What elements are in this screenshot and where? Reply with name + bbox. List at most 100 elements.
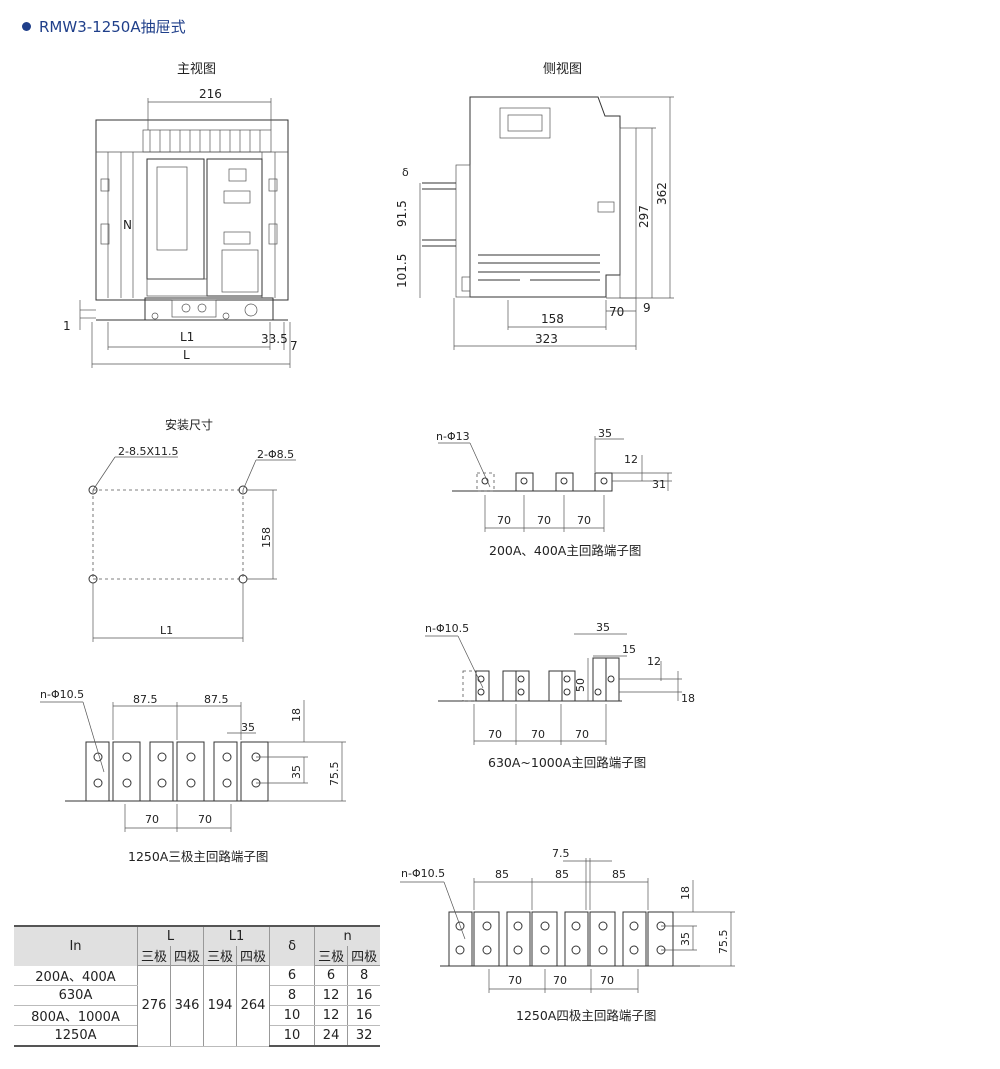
mount-dim-158: 158: [260, 527, 273, 548]
t1000-caption: 630A~1000A主回路端子图: [488, 755, 647, 770]
th-l1-3p: 三极: [203, 946, 238, 966]
side-dim-323: 323: [535, 332, 558, 346]
t1250-3p-caption: 1250A三极主回路端子图: [128, 849, 269, 864]
t1000-pitch-2: 70: [531, 728, 545, 741]
front-dim-33-5: 33.5: [261, 332, 288, 346]
t1250-4p-top-1: 85: [495, 868, 509, 881]
side-dim-91-5: 91.5: [395, 200, 409, 227]
th-l1-4p: 四极: [236, 946, 271, 966]
t400-caption: 200A、400A主回路端子图: [489, 543, 642, 558]
t1000-pitch-3: 70: [575, 728, 589, 741]
row-n3: 12: [314, 985, 349, 1006]
row-n4: 32: [347, 1025, 381, 1047]
cell-l-4p: 346: [170, 965, 205, 1047]
mount-hole-b: 2-Φ8.5: [257, 448, 294, 461]
front-view-title: 主视图: [177, 62, 217, 77]
row-n4: 16: [347, 985, 381, 1006]
th-n: n: [314, 925, 381, 946]
t1250-4p-dim-18: 18: [679, 886, 692, 900]
side-dim-158: 158: [541, 312, 564, 326]
th-delta: δ: [269, 925, 316, 966]
t400-pitch-3: 70: [577, 514, 591, 527]
t1250-3p-hole: n-Φ10.5: [40, 688, 84, 701]
row-delta: 6: [269, 965, 316, 986]
front-dim-l: L: [183, 348, 190, 362]
t1250-4p-dim-7-5: 7.5: [552, 847, 570, 860]
front-dim-n: N: [123, 218, 132, 232]
table-row: 800A、1000A 10 12 16: [14, 1005, 381, 1026]
terminal-1250-4p-drawing: n-Φ10.5 7.5 85 85 85 18 35 75.5 70 70 70: [400, 847, 735, 993]
t400-dim-31: 31: [652, 478, 666, 491]
th-n-3p: 三极: [314, 946, 349, 966]
t1250-4p-dim-35v: 35: [679, 932, 692, 946]
mount-drawing: 2-8.5X11.5 2-Φ8.5 158 L1: [88, 445, 296, 642]
spec-table: In L L1 δ n 三极 四极 三极 四极 三极 四极 200A、400A …: [14, 925, 381, 1047]
th-l: L: [136, 925, 205, 946]
side-dim-362: 362: [655, 182, 669, 205]
row-in: 200A、400A: [14, 965, 138, 986]
cell-l1-4p: 264: [236, 965, 271, 1047]
side-view-title: 侧视图: [543, 62, 583, 77]
front-dim-216: 216: [199, 87, 222, 101]
th-n-4p: 四极: [347, 946, 381, 966]
t1250-3p-dim-87a: 87.5: [133, 693, 158, 706]
row-n3: 12: [314, 1005, 349, 1026]
t1250-4p-hole: n-Φ10.5: [401, 867, 445, 880]
th-in: In: [14, 925, 138, 966]
row-in: 1250A: [14, 1025, 138, 1047]
t1000-dim-15: 15: [622, 643, 636, 656]
table-row: 1250A 10 24 32: [14, 1025, 381, 1047]
th-l1: L1: [203, 925, 271, 946]
t1250-3p-pitch-1: 70: [145, 813, 159, 826]
row-in: 800A、1000A: [14, 1005, 138, 1026]
t400-dim-35: 35: [598, 427, 612, 440]
side-dim-9: 9: [643, 301, 651, 315]
terminal-1000-drawing: n-Φ10.5 35 15 12 50 18 70 70 70: [425, 621, 695, 745]
mount-title: 安装尺寸: [165, 418, 214, 432]
th-l-4p: 四极: [170, 946, 205, 966]
side-dim-70: 70: [609, 305, 624, 319]
t1250-4p-pitch-2: 70: [553, 974, 567, 987]
t400-hole: n-Φ13: [436, 430, 470, 443]
row-n4: 16: [347, 1005, 381, 1026]
front-view-drawing: 216 N 1 L1 33.5 7 L: [63, 87, 298, 368]
side-dim-297: 297: [637, 205, 651, 228]
t1000-hole: n-Φ10.5: [425, 622, 469, 635]
th-l-3p: 三极: [136, 946, 172, 966]
t1250-3p-dim-35v: 35: [290, 765, 303, 779]
t1250-4p-caption: 1250A四极主回路端子图: [516, 1008, 657, 1023]
cell-l1-3p: 194: [203, 965, 238, 1047]
t1250-4p-pitch-3: 70: [600, 974, 614, 987]
row-delta: 10: [269, 1005, 316, 1026]
t1250-4p-pitch-1: 70: [508, 974, 522, 987]
t400-dim-12: 12: [624, 453, 638, 466]
mount-dim-l1: L1: [160, 624, 173, 637]
section-header: RMW3-1250A抽屉式: [22, 16, 186, 37]
t400-pitch-1: 70: [497, 514, 511, 527]
table-row: 200A、400A 276 346 194 264 6 6 8: [14, 965, 381, 1047]
t1250-4p-top-2: 85: [555, 868, 569, 881]
front-dim-1: 1: [63, 319, 71, 333]
t1000-dim-50: 50: [574, 678, 587, 692]
row-n3: 24: [314, 1025, 349, 1047]
row-in: 630A: [14, 985, 138, 1006]
t1250-4p-top-3: 85: [612, 868, 626, 881]
row-delta: 10: [269, 1025, 316, 1047]
t1250-3p-pitch-2: 70: [198, 813, 212, 826]
front-dim-l1: L1: [180, 330, 194, 344]
side-dim-101-5: 101.5: [395, 254, 409, 288]
row-n4: 8: [347, 965, 381, 986]
t1000-dim-18: 18: [681, 692, 695, 705]
t1250-4p-dim-75: 75.5: [717, 930, 730, 955]
cell-l-3p: 276: [136, 965, 172, 1047]
t1250-3p-dim-75: 75.5: [328, 762, 341, 787]
front-dim-7: 7: [290, 339, 298, 353]
t1250-3p-dim-18: 18: [290, 708, 303, 722]
t1250-3p-dim-35: 35: [241, 721, 255, 734]
t400-pitch-2: 70: [537, 514, 551, 527]
bullet-icon: [22, 22, 31, 31]
row-delta: 8: [269, 985, 316, 1006]
terminal-400-drawing: n-Φ13 35 12 31 70 70 70: [436, 427, 672, 532]
table-row: 630A 8 12 16: [14, 985, 381, 1006]
side-view-drawing: δ 91.5 101.5 362 297 9 70 158 323: [395, 96, 674, 350]
